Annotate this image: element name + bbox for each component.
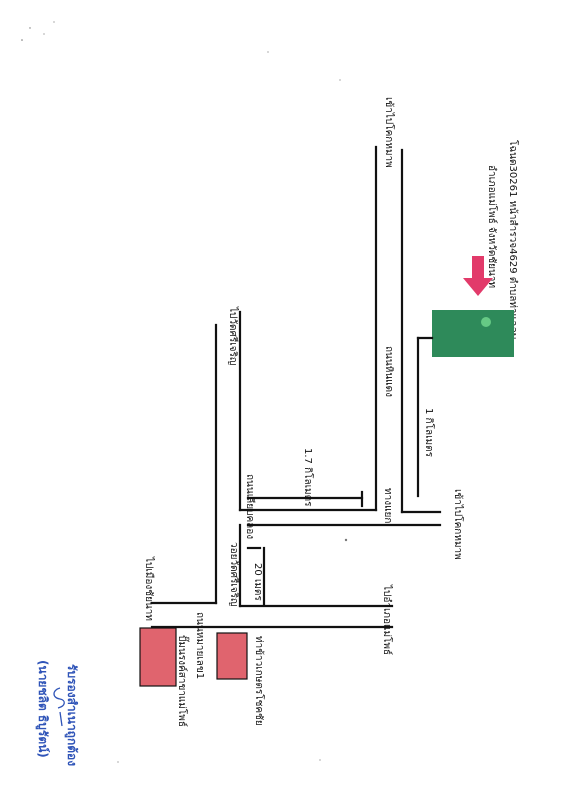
label-road-riab-khlong: ถนนเลียบคลอง (244, 474, 256, 539)
certification-text: รับรองสำเนาถูกต้อง (64, 664, 79, 766)
road-lines (150, 145, 442, 629)
header-district-text: อำเภอแม่โพธ์ จังหวัดชัยนาท (486, 165, 499, 288)
label-market: ท่าข้าวเกษตรโชคชัย (253, 636, 266, 726)
label-to-mong-top: เข้าไปโคกหมาพ (383, 97, 396, 168)
label-dist-1km: 1 กิโลเมตร (423, 408, 436, 458)
target-plot (432, 310, 514, 357)
label-dist-20m: 20 เมตร (252, 563, 263, 601)
scan-specks (21, 21, 348, 763)
label-road-hinrang: ถนนหินแดง (383, 346, 394, 397)
header-deed-text: โฉนด30261 หน้าสำรวจ4629 ตำบลท่าแฉลบ (507, 140, 520, 339)
label-to-amphoe: ไปอำเภอแม่โพธ์ (381, 584, 394, 655)
label-dist-1-7km: 1.7 กิโลเมตร (302, 448, 315, 507)
label-gas-station: ปั๊มนรงค์สาขาแม่โพธ์ (176, 635, 190, 727)
label-to-wat-sri: ไปวัดศรีเจริญ (227, 306, 239, 365)
signer-name: (นายชลิต ธิบูรัตน์) (35, 660, 50, 758)
label-to-mong-mid: เข้าไปโคกหมาพ (452, 489, 465, 560)
label-junction: ทางแยก (382, 488, 393, 523)
label-to-mueang: ไปเมืองชัยนาท (143, 556, 155, 621)
plot-marker-icon (481, 317, 491, 327)
label-road-no1: ถนนหมายเลข1 (194, 612, 205, 679)
gas-station-building (139, 627, 177, 687)
market-building (216, 632, 248, 680)
signature-icon (53, 687, 65, 727)
label-wat-sri-charoen: วอยวัดศรีเจริญ (228, 542, 240, 606)
plot-arrow-icon (463, 256, 493, 296)
